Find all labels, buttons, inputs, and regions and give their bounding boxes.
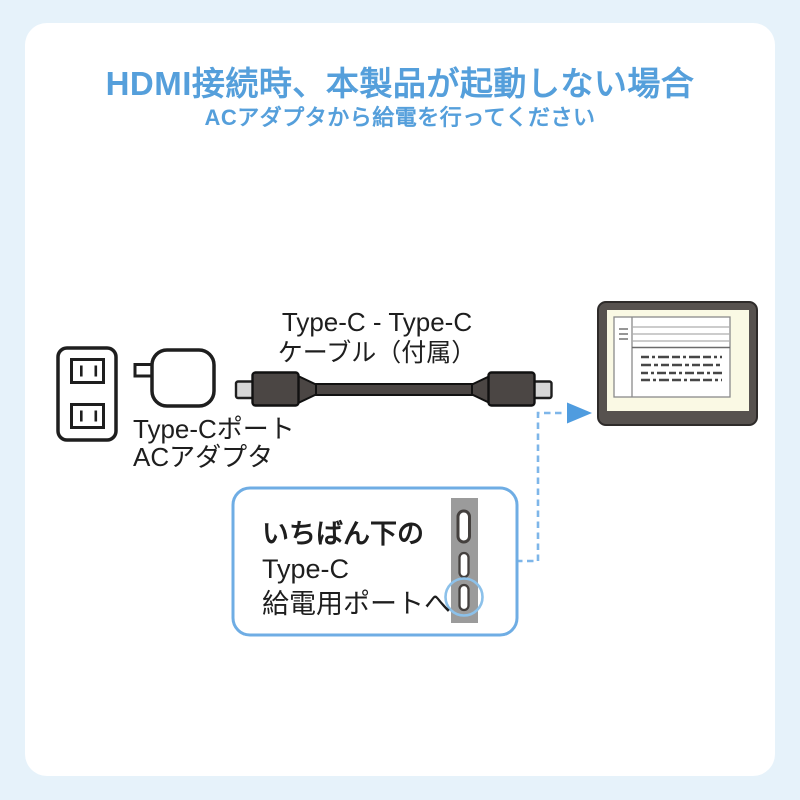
page-title: HDMI接続時、本製品が起動しない場合 bbox=[105, 65, 695, 102]
menu-lines-icon bbox=[619, 328, 628, 340]
page-subtitle: ACアダプタから給電を行ってください bbox=[204, 105, 596, 130]
wall-outlet-icon bbox=[56, 346, 118, 442]
callout-box: いちばん下の Type-C 給電用ポートへ bbox=[231, 486, 519, 637]
callout-line1: いちばん下の bbox=[262, 519, 424, 549]
cable-label-line1: Type-C - Type-C bbox=[282, 307, 472, 337]
adapter-label-line1: Type-Cポート bbox=[133, 414, 295, 444]
cable-label-line2: ケーブル（付属） bbox=[278, 339, 477, 367]
dashed-arrow-icon bbox=[516, 402, 592, 563]
ac-adapter-icon bbox=[133, 348, 216, 408]
document-text-lines bbox=[641, 355, 722, 382]
adapter-label-line2: ACアダプタ bbox=[133, 442, 273, 472]
monitor-icon bbox=[597, 301, 758, 426]
usb-c-cable-icon bbox=[234, 371, 553, 407]
highlight-circle-icon bbox=[444, 577, 484, 617]
usb-c-ports-icon bbox=[444, 498, 484, 623]
callout-line3: 給電用ポートへ bbox=[262, 589, 451, 619]
callout-line2: Type-C bbox=[262, 554, 349, 584]
